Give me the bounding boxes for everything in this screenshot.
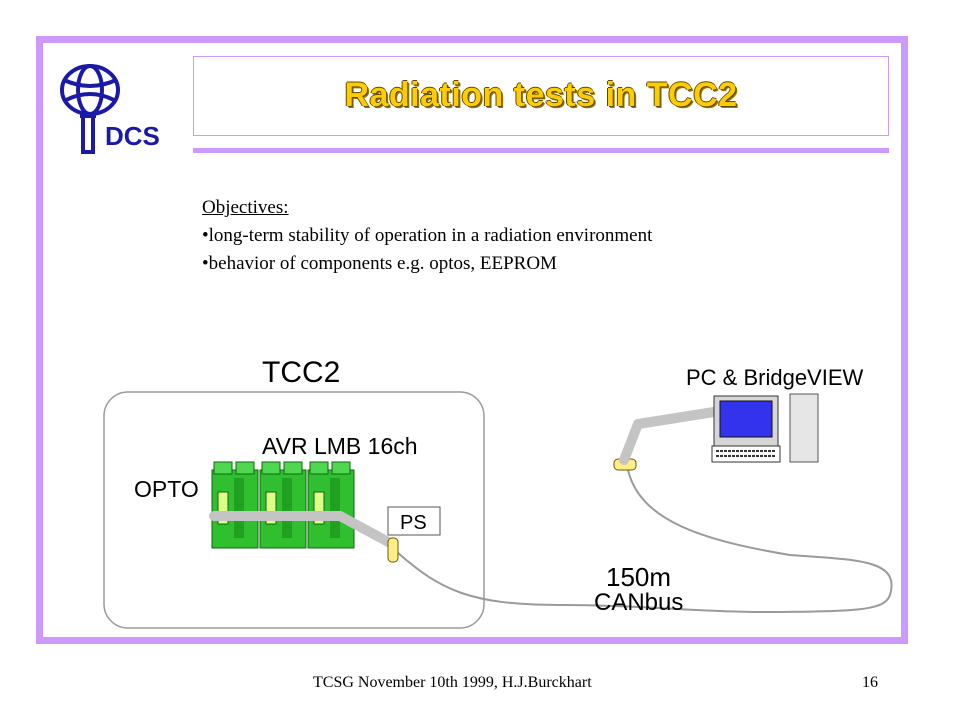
tcc2-label: TCC2 (262, 356, 340, 389)
slide-title: Radiation tests in TCC2 (344, 76, 738, 114)
footer-text: TCSG November 10th 1999, H.J.Burckhart (313, 674, 592, 691)
pc-cable (619, 407, 719, 465)
module-3 (307, 461, 355, 549)
module-stack (211, 461, 355, 549)
pc-icon (711, 393, 819, 463)
page-number: 16 (862, 674, 878, 691)
opto-label: OPTO (134, 476, 199, 502)
ps-box (387, 506, 441, 536)
module-2 (259, 461, 307, 549)
internal-cable (209, 511, 397, 549)
objectives-block: Objectives: •long-term stability of oper… (202, 194, 652, 278)
canbus-cable (396, 469, 893, 614)
title-underline (193, 148, 889, 153)
distance-label: 150m (606, 562, 671, 592)
logo-text: DCS (105, 121, 160, 151)
module-1 (211, 461, 259, 549)
canbus-label: CANbus (594, 589, 683, 616)
connector-left (387, 537, 399, 563)
slide-frame (36, 36, 908, 644)
module-label: AVR LMB 16ch (262, 433, 418, 459)
pc-label: PC & BridgeVIEW (686, 365, 864, 390)
title-box (193, 56, 889, 136)
objective-bullet: •behavior of components e.g. optos, EEPR… (202, 253, 557, 274)
objective-bullet: •long-term stability of operation in a r… (202, 225, 653, 246)
objectives-heading: Objectives: (202, 197, 289, 218)
ps-label: PS (400, 512, 427, 534)
atlas-logo-icon (60, 64, 120, 154)
